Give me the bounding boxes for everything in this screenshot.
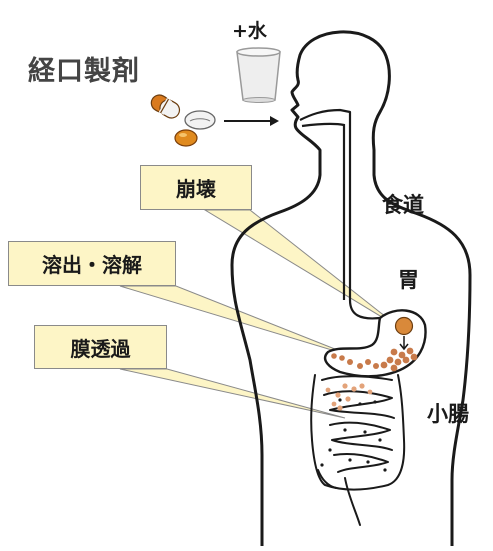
disintegration-callout: 崩壊 [140,165,252,210]
water-label: +水 [232,22,267,41]
oral-formulation-title: 経口製剤 [28,58,140,85]
water-cup-icon [237,48,280,103]
small-intestine-label: 小腸 [427,404,469,425]
intake-arrow-icon [224,116,279,126]
esophagus-label: 食道 [382,195,424,216]
stomach-pill [396,318,413,335]
permeation-callout: 膜透過 [34,325,167,369]
tablet-icon [185,111,215,129]
stomach-label: 胃 [398,270,419,291]
dissolution-label: 溶出・溶解 [42,249,142,278]
dissolution-callout: 溶出・溶解 [8,241,176,286]
intestines [311,375,404,525]
softgel-icon [175,130,197,146]
permeation-label: 膜透過 [71,333,131,362]
disintegration-label: 崩壊 [176,173,216,202]
capsule-icon [148,92,182,121]
